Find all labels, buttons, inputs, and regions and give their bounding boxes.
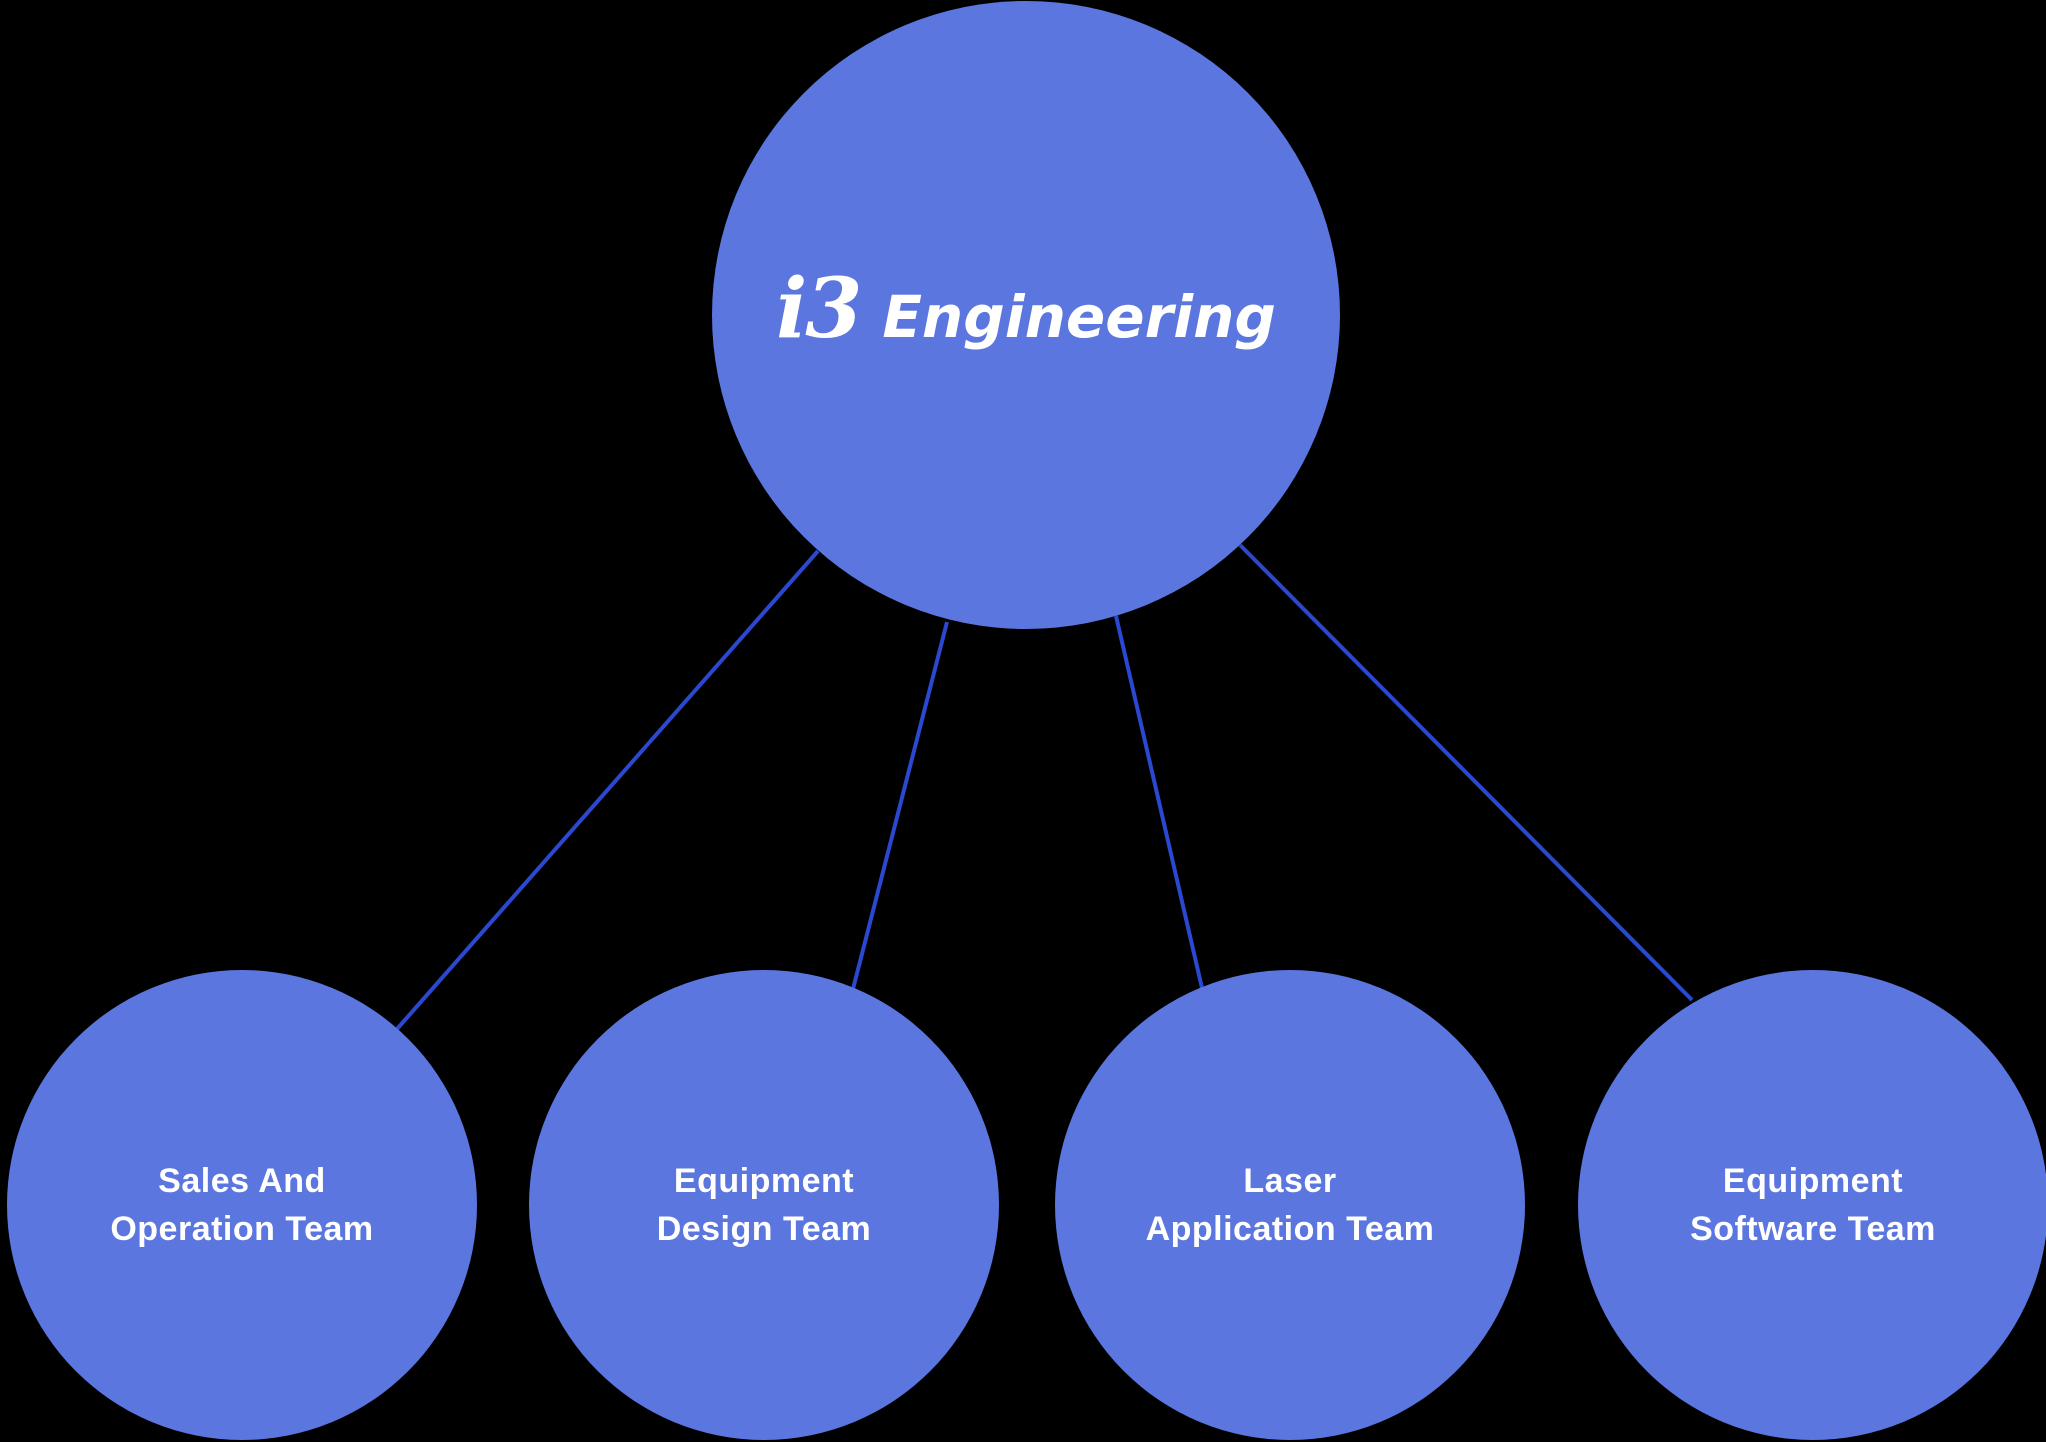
team-label-line1: Sales And: [158, 1162, 326, 1200]
team-label-line2: Design Team: [656, 1210, 872, 1248]
team-label: Equipment Software Team: [1690, 1157, 1936, 1253]
team-label-line1: Equipment: [1722, 1162, 1904, 1200]
connector-line-software: [1238, 543, 1694, 1002]
logo-mark: i3: [776, 261, 862, 357]
team-label: Laser Application Team: [1146, 1157, 1435, 1253]
connector-line-application: [1114, 615, 1204, 989]
team-label-line1: Laser: [1243, 1162, 1337, 1200]
company-logo: i3 Engineering: [776, 268, 1276, 350]
team-node-equipment-design: Equipment Design Team: [529, 970, 999, 1440]
team-label-line2: Operation Team: [110, 1210, 374, 1248]
connector-line-design: [851, 621, 949, 990]
team-label-line2: Software Team: [1690, 1210, 1936, 1248]
team-label: Sales And Operation Team: [110, 1157, 373, 1253]
team-node-laser-application: Laser Application Team: [1055, 970, 1525, 1440]
team-node-equipment-software: Equipment Software Team: [1578, 970, 2046, 1440]
team-label-line1: Equipment: [673, 1162, 855, 1200]
connector-line-sales: [395, 549, 820, 1031]
root-node-company: i3 Engineering: [712, 1, 1340, 629]
team-label: Equipment Design Team: [657, 1157, 872, 1253]
team-label-line2: Application Team: [1145, 1210, 1435, 1248]
team-node-sales-and-operation: Sales And Operation Team: [7, 970, 477, 1440]
logo-name: Engineering: [882, 283, 1276, 351]
